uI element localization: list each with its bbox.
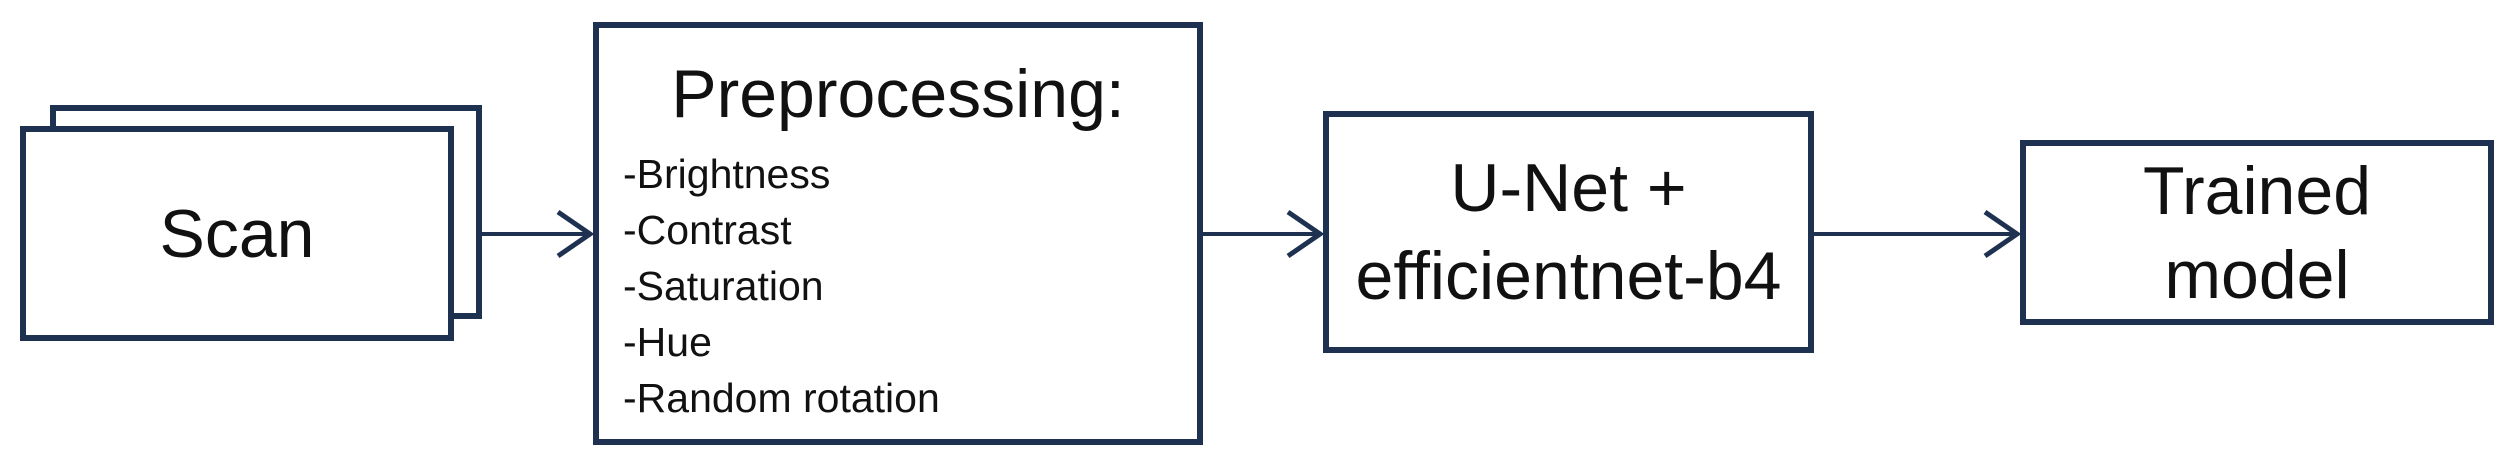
preprocessing-item-brightness: -Brightness [623, 151, 831, 197]
trained-label-line2: model [2164, 236, 2350, 313]
model-box: U-Net + efficientnet-b4 [1323, 111, 1814, 353]
trained-label-line1: Trained [2142, 152, 2372, 229]
preprocessing-box: Preprocessing: -Brightness -Contrast -Sa… [593, 22, 1203, 445]
preprocessing-item-contrast: -Contrast [623, 207, 792, 253]
arrow-preprocessing-to-model [1203, 209, 1325, 259]
arrow-model-to-trained [1814, 209, 2022, 259]
trained-model-box: Trained model [2020, 140, 2494, 325]
model-label-line1: U-Net + [1450, 150, 1687, 226]
scan-box: Scan [20, 126, 454, 341]
model-label-line2: efficientnet-b4 [1355, 238, 1782, 314]
preprocessing-item-saturation: -Saturation [623, 263, 824, 309]
preprocessing-list: -Brightness -Contrast -Saturation -Hue -… [623, 146, 940, 426]
preprocessing-item-hue: -Hue [623, 319, 712, 365]
scan-label: Scan [159, 195, 315, 272]
preprocessing-item-random-rotation: -Random rotation [623, 375, 940, 421]
preprocessing-title: Preprocessing: [671, 56, 1125, 132]
